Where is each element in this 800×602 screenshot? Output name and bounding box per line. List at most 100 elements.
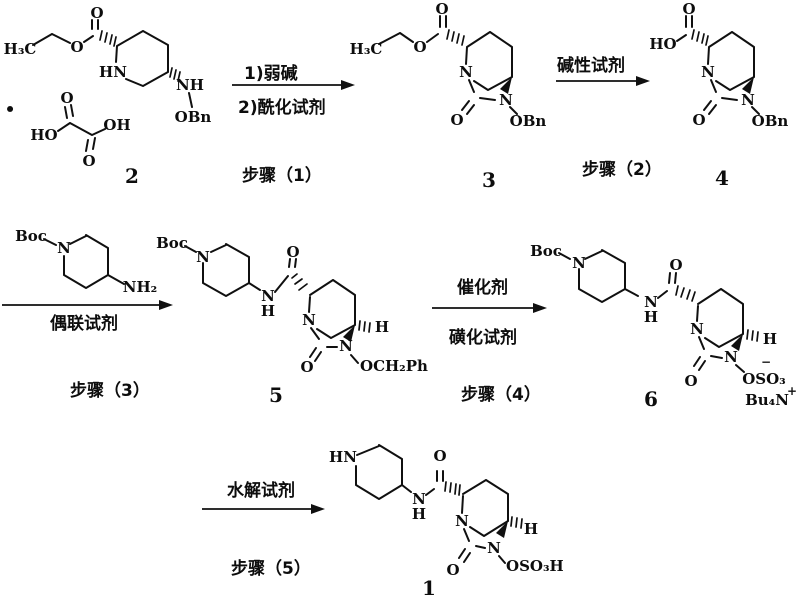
compound-4: HO O N N O OBn 4 (649, 0, 788, 190)
atom-label-n-amide: N (412, 490, 426, 508)
atom-label-boc: Boc (530, 242, 562, 260)
atom-label-o: O (90, 4, 103, 22)
compound-5-stereo-hash (291, 273, 371, 333)
step-2-arrowhead (636, 76, 650, 86)
compound-1-bonds (355, 444, 509, 564)
atom-label-o7: O (450, 111, 463, 129)
atom-label-obn: OBn (175, 108, 212, 126)
compound-6-stereo-hash (675, 285, 759, 342)
compound-2-number: 2 (125, 164, 139, 188)
atom-label-o: O (435, 0, 448, 18)
atom-label-o7: O (684, 372, 697, 390)
step-3-label: 步骤（3） (70, 380, 150, 401)
atom-label-boc: Boc (156, 234, 188, 252)
compound-3-stereo-hash (446, 29, 465, 46)
compound-4-stereo-hash (691, 29, 709, 46)
compound-4-bold-wedge (742, 77, 754, 94)
step-2-reagent-1: 碱性试剂 (557, 55, 625, 76)
atom-label-o7: O (692, 111, 705, 129)
atom-label-h-bridge: H (375, 318, 389, 336)
atom-label-oso3h: OSO₃H (506, 557, 564, 575)
compound-1: HN N H O N N O H OSO₃H 1 (329, 444, 564, 600)
salt-dot: • (5, 100, 16, 120)
atom-label-n6: N (487, 539, 501, 557)
step-1-arrowhead (341, 80, 355, 90)
atom-label-o: O (682, 0, 695, 18)
atom-label-o: O (60, 89, 73, 107)
step-5-arrowhead (311, 504, 325, 514)
step-1-reagent-2: 2)酰化试剂 (238, 97, 326, 118)
compound-2: H₃C O O HN NH OBn • O HO OH O 2 (4, 4, 212, 188)
atom-label-o: O (70, 38, 83, 56)
atom-label-n6: N (499, 91, 513, 109)
compound-5-bonds (184, 243, 359, 364)
atom-label-n1: N (302, 311, 316, 329)
compound-6: Boc N N H O N N O H OSO₃ − Bu₄N + 6 (530, 242, 797, 411)
atom-label-n1: N (455, 512, 469, 530)
atom-label-o: O (413, 38, 426, 56)
compound-4-number: 4 (715, 166, 729, 190)
amine-bonds (43, 234, 125, 289)
atom-label-h3c: H₃C (350, 40, 383, 58)
atom-label-n6: N (339, 337, 353, 355)
compound-6-bonds (558, 249, 745, 373)
atom-label-obn: OBn (752, 112, 789, 130)
step-5-reagent-1: 水解试剂 (227, 480, 295, 501)
compound-1-number: 1 (422, 576, 436, 600)
atom-label-n-amide: N (644, 293, 658, 311)
atom-label-n1: N (690, 320, 704, 338)
atom-label-n-pip: N (196, 248, 210, 266)
atom-label-h-bridge: H (524, 520, 538, 538)
atom-label-h-amide: H (644, 308, 658, 326)
compound-3-bonds (378, 15, 518, 115)
atom-label-n: N (57, 239, 71, 257)
atom-label-bu4n: Bu₄N (745, 391, 789, 409)
step-1-label: 步骤（1） (242, 165, 322, 186)
atom-label-ho: HO (649, 35, 676, 53)
compound-4-bonds (676, 15, 760, 115)
compound-2-stereo-hash (99, 30, 181, 82)
atom-label-n1: N (701, 63, 715, 81)
step-5-label: 步骤（5） (231, 558, 311, 579)
atom-label-n1: N (459, 63, 473, 81)
atom-label-hn: HN (329, 448, 357, 466)
step-4-label: 步骤（4） (461, 384, 541, 405)
step-3-arrowhead (159, 300, 173, 310)
step-1-arrow: 1)弱碱 2)酰化试剂 步骤（1） (232, 63, 355, 186)
compound-2-bonds (32, 19, 193, 152)
atom-label-n6: N (724, 348, 738, 366)
step-4-reagent-1: 催化剂 (457, 277, 508, 298)
atom-label-nh: NH (176, 76, 204, 94)
compound-6-bold-wedge (731, 334, 743, 351)
step-2-label: 步骤（2） (582, 159, 662, 180)
atom-label-och2ph: OCH₂Ph (360, 357, 428, 375)
atom-label-h-amide: H (261, 302, 275, 320)
atom-label-h-bridge: H (763, 330, 777, 348)
step-5-arrow: 水解试剂 步骤（5） (202, 480, 325, 579)
step-4-reagent-2: 磺化试剂 (449, 327, 517, 348)
atom-label-oh: OH (103, 116, 130, 134)
atom-label-n6: N (741, 91, 755, 109)
step-4-arrow: 催化剂 磺化试剂 步骤（4） (432, 277, 547, 405)
charge-plus: + (787, 384, 797, 398)
atom-label-oso3: OSO₃ (742, 370, 786, 388)
atom-label-boc: Boc (15, 227, 47, 245)
compound-3-bold-wedge (500, 77, 512, 94)
compound-1-bold-wedge (496, 521, 508, 538)
atom-label-o7: O (300, 358, 313, 376)
atom-label-o: O (82, 152, 95, 170)
atom-label-o-amide: O (433, 447, 446, 465)
atom-label-nh2: NH₂ (123, 278, 157, 296)
charge-minus: − (761, 355, 771, 369)
atom-label-n-pip: N (572, 254, 586, 272)
atom-label-n-amide: N (261, 287, 275, 305)
boc-piperidine-amine: Boc N NH₂ (15, 227, 157, 296)
compound-1-stereo-hash (444, 481, 523, 529)
step-3-reagent-1: 偶联试剂 (50, 313, 118, 334)
compound-3: H₃C O O N N O OBn 3 (350, 0, 547, 192)
step-2-arrow: 碱性试剂 步骤（2） (556, 55, 662, 180)
step-1-reagent-1: 1)弱碱 (244, 63, 298, 84)
atom-label-o-amide: O (669, 256, 682, 274)
compound-5: Boc N N H O N N O H OCH₂Ph 5 (156, 234, 428, 407)
